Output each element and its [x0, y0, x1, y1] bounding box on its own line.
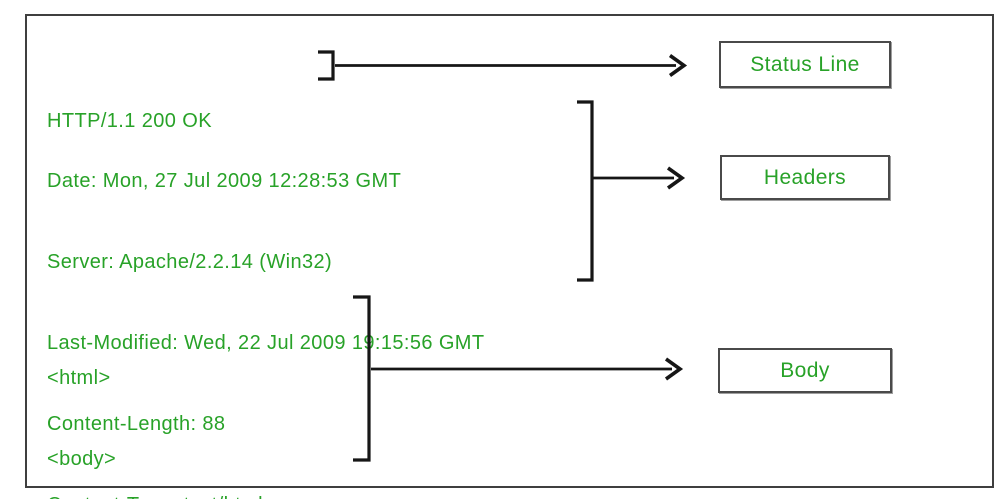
headers-label-box: Headers — [720, 155, 890, 200]
body-label: Body — [780, 358, 830, 382]
status-line-label: Status Line — [750, 52, 860, 76]
header-line: Date: Mon, 27 Jul 2009 12:28:53 GMT — [47, 170, 402, 192]
body-code-line: <body> — [47, 448, 117, 470]
status-line-label-box: Status Line — [719, 41, 891, 88]
header-line: Last-Modified: Wed, 22 Jul 2009 19:15:56… — [47, 332, 485, 354]
body-code-line: <html> — [47, 367, 111, 389]
header-line: Content-Type: text/html — [47, 492, 484, 499]
headers-text-block: Date: Mon, 27 Jul 2009 12:28:53 GMT Serv… — [47, 114, 484, 499]
headers-label: Headers — [763, 165, 847, 189]
header-line: Server: Apache/2.2.14 (Win32) — [47, 251, 333, 273]
body-label-box: Body — [718, 348, 892, 393]
body-text-block: <html> <body> <h1>Hello, World!</h1> </b… — [47, 311, 267, 499]
status-line-value: HTTP/1.1 200 OK — [47, 110, 212, 132]
status-line-text: HTTP/1.1 200 OK — [47, 54, 212, 189]
diagram-outer-frame — [25, 14, 994, 488]
header-line: Content-Length: 88 — [47, 413, 226, 435]
